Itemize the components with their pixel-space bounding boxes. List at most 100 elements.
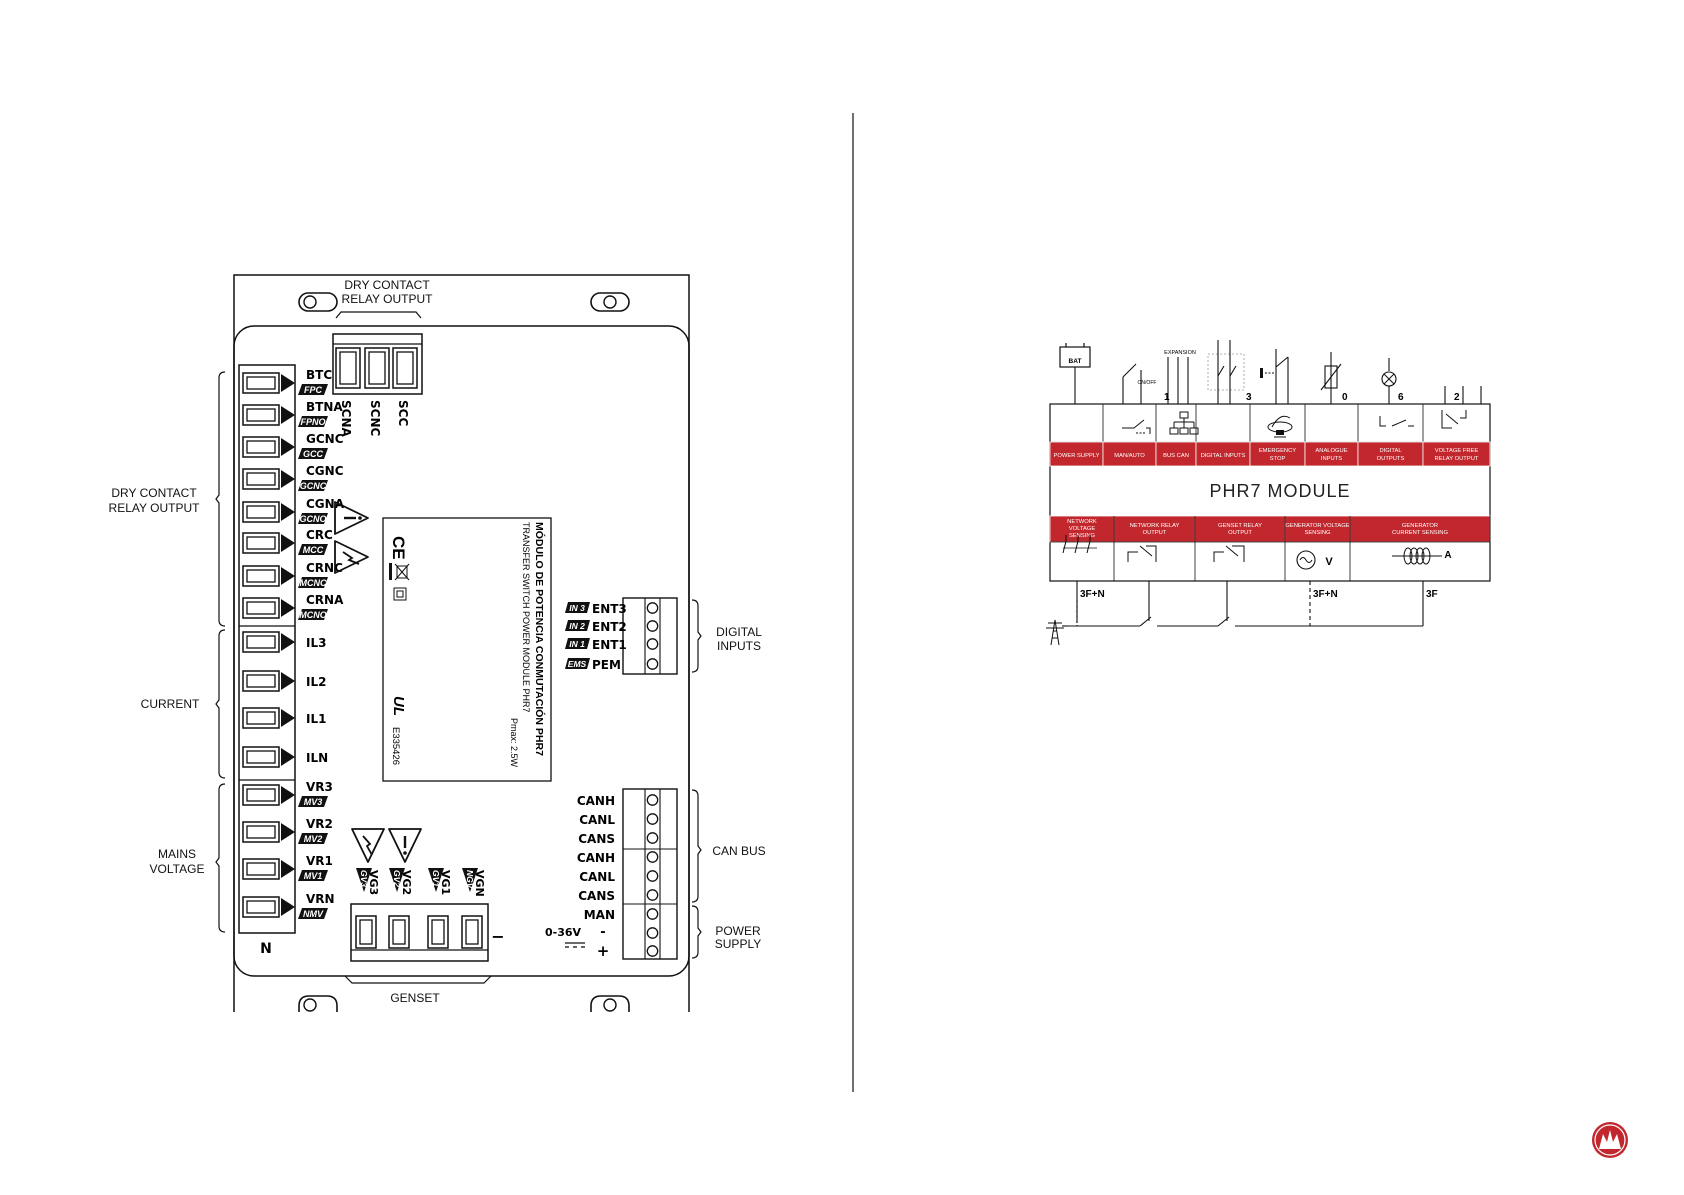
top-section-label: MAN/AUTO [1114,453,1145,459]
dry-contact-bracket [215,371,226,627]
can-terminal-screw [646,813,659,825]
left-terminal-label: VRN [306,892,335,906]
onoff-label: ON/OFF [1138,380,1157,386]
top-relay-terminal-label: SCC [396,400,410,426]
top-section-band [1249,441,1306,467]
man-auto-switch-icon: ON/OFF [1122,363,1157,404]
electric-hazard-icon [334,540,369,574]
top-section-label: STOP [1270,456,1286,462]
genset-terminal-label: VG2 [400,870,413,895]
digital-terminal-badge-label: IN 3 [569,603,585,613]
top-section-label: DIGITAL INPUTS [1201,453,1246,459]
caution-triangle-icon [334,501,369,535]
man-auto-cell-icon [1122,419,1151,434]
digital-badge [565,620,590,631]
current-bracket [215,629,226,779]
top-section-label: BUS CAN [1163,453,1189,459]
genset-badge [462,868,478,892]
top-section-band [1102,441,1157,467]
bottom-section-band [1049,515,1115,543]
bottom-section-label: OUTPUT [1143,530,1167,536]
can-terminal-screw [646,945,659,957]
digital-terminal-badge-label: IN 2 [569,621,585,631]
top-section-label: INPUTS [1321,456,1342,462]
wire-label-generator-voltage: 3F+N [1313,589,1338,600]
dry-contact-group-label-line2: RELAY OUTPUT [109,501,201,515]
genset-terminal-label: VG3 [367,870,380,895]
count-analogue-inputs: 0 [1342,392,1348,403]
bus-network-icon [1169,411,1199,435]
left-terminal-slot [242,821,280,843]
terminal-arrow-icon [281,860,295,878]
can-terminal-label: CANH [577,794,615,808]
emergency-stop-icon [1267,415,1293,438]
genset-terminal-slot [427,915,449,949]
top-section-label: VOLTAGE FREE [1435,448,1479,454]
digital-terminal-label: ENT3 [592,602,627,616]
top-section-label: ANALOGUE [1315,448,1347,454]
module-title: PHR7 MODULE [1209,481,1350,501]
left-terminal-label: BTC [306,368,332,382]
top-section-band [1049,441,1104,467]
power-voltage-label: 0-36V [545,926,582,939]
left-terminal-slot [242,896,280,918]
can-terminal-label: CANS [578,832,615,846]
left-terminal-slot [242,372,280,394]
battery-label: BAT [1069,358,1082,365]
left-terminal-slot [242,631,280,653]
left-terminal-badge-label: FPNO [300,417,325,427]
left-terminal-label: CRNA [306,593,344,607]
left-terminal-label: IL2 [306,675,326,689]
bottom-section-label: NETWORK RELAY [1130,523,1180,529]
genset-badge [356,868,372,892]
power-group-label-line1: POWER [715,924,761,938]
terminal-arrow-icon [281,672,295,690]
digital-input-switch-icon [1207,340,1245,404]
left-terminal-slot [242,404,280,426]
left-terminal-slot [242,565,280,587]
genset-badge [389,868,405,892]
electric-hazard-icon-bottom [351,828,385,863]
genset-relay-icon [1213,545,1245,562]
module-block-diagram: BAT ON/OFF EXPANSION [1046,340,1491,646]
top-section-label: DIGITAL [1379,448,1402,454]
bottom-section-label: CURRENT SENSING [1392,530,1448,536]
terminal-arrow-icon [281,503,295,521]
left-terminal-badge-label: FPC [304,385,323,395]
terminal-badge [298,796,328,807]
genset-badge [428,868,444,892]
terminal-arrow-icon [281,823,295,841]
left-terminal-label: VR2 [306,817,333,831]
left-terminal-label: CGNC [306,464,344,478]
digital-terminal-label: ENT1 [592,638,627,652]
genset-bracket [344,975,492,984]
generator-voltage-icon: V [1296,550,1333,570]
left-terminal-slot [242,532,280,554]
current-group-label: CURRENT [141,697,200,711]
can-terminal-screw [646,870,659,882]
can-bus-bracket [691,789,702,903]
terminal-arrow-icon [281,709,295,727]
mains-wiring [1068,581,1424,627]
can-terminal-screw [646,908,659,920]
genset-terminal-label: VG1 [439,870,452,895]
left-terminal-block [238,364,296,934]
power-supply-bracket [691,905,702,959]
top-relay-terminal-label: SCNA [339,400,353,437]
terminal-badge [298,870,328,881]
plate-cert-number: E335426 [390,727,401,765]
top-section-label: RELAY OUTPUT [1435,456,1479,462]
dc-symbol-icon [565,942,585,948]
can-terminal-screw [646,889,659,901]
network-relay-icon [1127,545,1157,562]
can-terminal-label: MAN [584,908,615,922]
power-plus-sign: + [597,942,610,960]
bottom-section-band [1113,515,1196,543]
terminal-arrow-icon [281,406,295,424]
count-relay-outputs: 2 [1454,392,1460,403]
can-terminal-screw [646,794,659,806]
genset-terminal-block [350,903,489,962]
